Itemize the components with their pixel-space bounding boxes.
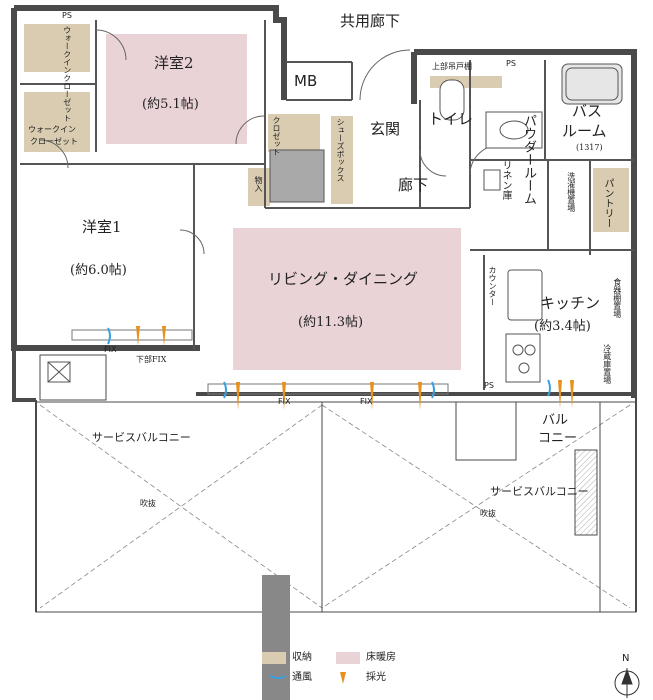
room-kitchen: キッチン: [540, 294, 601, 312]
room-living: リビング・ダイニング: [268, 270, 419, 288]
room-balcony-line2: コニー: [538, 431, 578, 446]
room-living-area: (約11.3帖): [298, 315, 364, 330]
marker-fix-ld-left: FIX: [278, 397, 291, 406]
daylight-marks: [136, 326, 574, 410]
room-counter: カウンター: [488, 266, 497, 306]
room-western1-area: (約6.0帖): [70, 263, 127, 278]
compass-north-label: N: [622, 653, 630, 664]
room-wic-mid-line1: ウォークイン: [28, 125, 76, 134]
room-western2: 洋室2: [154, 54, 194, 72]
legend-glyphs: [262, 652, 360, 684]
room-service-balcony-left: サービスバルコニー: [92, 431, 191, 444]
room-service-balcony-right: サービスバルコニー: [490, 485, 589, 498]
legend-floor-heating-label: 床暖房: [366, 652, 396, 663]
legend-storage-label: 収納: [292, 652, 312, 663]
room-wic-mid-line2: クローゼット: [30, 137, 78, 146]
room-linen: リネン庫: [500, 160, 511, 200]
common-corridor: 共用廊下: [340, 12, 401, 30]
room-bath-line2: ルーム: [562, 122, 607, 140]
room-western1: 洋室1: [82, 218, 122, 236]
room-wic-top: ウォークインクローゼット: [62, 26, 72, 122]
room-dish-shelf: 食器棚置場: [612, 278, 622, 318]
legend-daylight-label: 採光: [366, 672, 386, 683]
marker-fix-ld-right: FIX: [360, 397, 373, 406]
marker-ps-top-left: PS: [62, 11, 72, 20]
partitions: [20, 20, 634, 390]
room-balcony-line1: バル: [542, 413, 569, 428]
balcony-area: [35, 354, 637, 700]
room-fridge: 冷蔵庫置場: [602, 344, 612, 384]
marker-ps-top-right: PS: [506, 59, 516, 68]
room-closet: クロゼット: [272, 116, 281, 156]
room-pantry: パントリー: [602, 178, 613, 228]
door-swings: [39, 29, 501, 255]
windows: [71, 329, 449, 395]
room-bath-size: (1317): [576, 143, 603, 152]
marker-fix-w1: FIX: [104, 345, 117, 354]
room-void-right: 吹抜: [480, 509, 496, 518]
room-upper-cabinet: 上部吊戸棚: [432, 62, 472, 71]
marker-fix-lower: 下部FIX: [136, 355, 167, 364]
legend-ventilation-label: 通風: [292, 672, 312, 683]
room-shoebox: シューズボックス: [336, 118, 345, 182]
room-void-left: 吹抜: [140, 499, 156, 508]
marker-ps-kitchen: PS: [484, 381, 494, 390]
room-hallway: 廊下: [398, 176, 429, 194]
room-toilet: トイレ: [428, 110, 474, 128]
floor-heating-fills: [106, 34, 461, 370]
room-washer: 洗濯機置場: [566, 172, 576, 212]
fixtures: [47, 63, 623, 383]
room-western2-area: (約5.1帖): [142, 97, 199, 112]
room-bath-line1: バス: [572, 102, 603, 120]
room-entrance: 玄関: [370, 120, 401, 138]
room-kitchen-area: (約3.4帖): [534, 319, 591, 334]
room-mb: MB: [294, 72, 318, 90]
compass-icon: [614, 668, 640, 698]
storage-fills: [24, 24, 629, 232]
room-powder: パウダールーム: [521, 114, 536, 205]
ventilation-marks: [107, 327, 551, 399]
room-storage: 物入: [254, 176, 263, 192]
